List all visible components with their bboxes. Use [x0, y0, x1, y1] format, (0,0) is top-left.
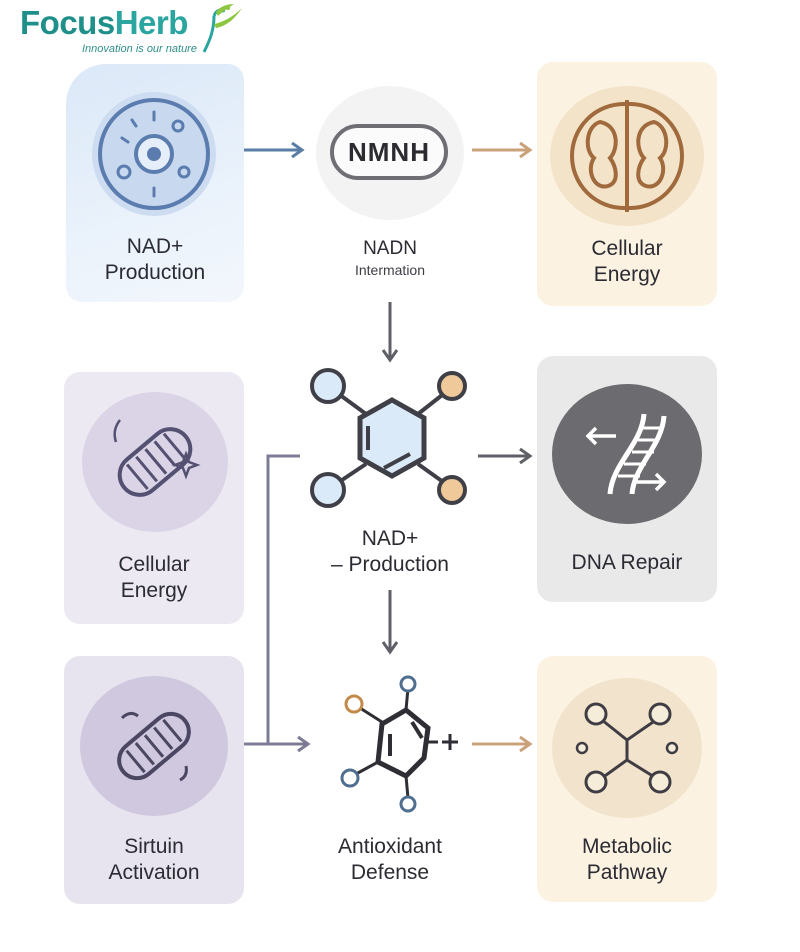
cellular-energy-top-label: Cellular Energy — [591, 237, 663, 286]
logo-tagline: Innovation is our nature — [82, 43, 197, 55]
arrow-antioxidant-to-metabolic — [472, 735, 533, 753]
molecule-hexagon-icon — [310, 368, 467, 508]
arrow-nmnh-to-energy — [472, 141, 533, 159]
sirtuin-activation-label: Sirtuin Activation — [108, 835, 200, 884]
nmnh-badge-text: NMNH — [348, 137, 430, 167]
intermation-sublabel: Intermation — [354, 262, 426, 278]
brand-logo: FocusHerb Innovation is our nature — [20, 4, 250, 56]
leaf-figure-icon — [202, 4, 242, 53]
antioxidant-molecule-icon — [340, 675, 458, 813]
arrow-nad-to-dna — [478, 447, 533, 465]
dna-icon — [552, 384, 702, 524]
nad-production-label: NAD+ Production — [104, 235, 206, 284]
arrow-nmnh-down — [381, 302, 399, 363]
logo-word-herb: Herb — [114, 4, 189, 41]
nadn-label: NADN — [363, 238, 417, 259]
mitochondria-icon — [82, 392, 228, 532]
kidney-icon — [550, 86, 704, 226]
cellular-energy-left-label: Cellular Energy — [118, 553, 190, 602]
nad-production-center-label: NAD+ – Production — [331, 527, 449, 576]
metabolic-pathway-label: Metabolic Pathway — [582, 835, 672, 884]
arrow-nad-to-nmnh — [244, 141, 305, 159]
dna-repair-label: DNA Repair — [571, 551, 683, 574]
arrow-sirtuin-to-antioxidant — [244, 454, 311, 753]
logo-wordmark: FocusHerb — [20, 4, 188, 42]
nmnh-badge: NMNH — [330, 124, 448, 180]
cell-icon — [92, 92, 216, 216]
sirtuin-mitochondria-icon — [80, 676, 228, 816]
logo-word-focus: Focus — [20, 4, 115, 41]
arrow-nad-down — [381, 590, 399, 655]
antioxidant-defense-label: Antioxidant Defense — [338, 835, 442, 884]
pathway-network-icon — [552, 678, 702, 818]
